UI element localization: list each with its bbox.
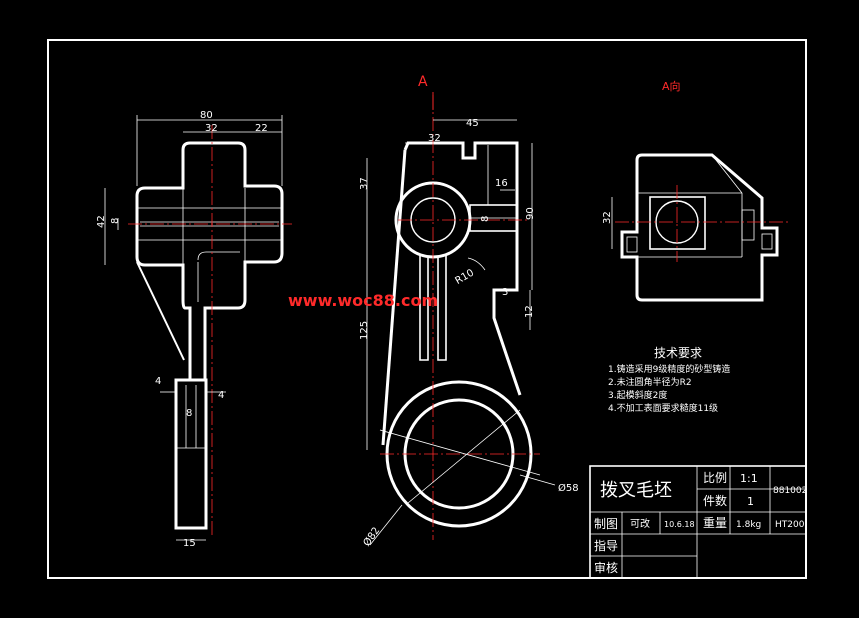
right-view [611,153,790,302]
drawing-number: 881002 [773,486,807,496]
material: HT200 [775,520,805,530]
drawing-border [47,39,807,579]
count-label: 件数 [703,493,727,508]
scale-value: 1:1 [740,472,758,485]
dim-front-3: 3 [502,287,508,298]
review-label: 审核 [594,560,618,575]
dim-front-12: 12 [524,305,535,318]
dim-left-80: 80 [200,110,213,121]
dim-left-15: 15 [183,538,196,549]
drawn-by: 可改 [630,517,650,530]
weight-label: 重量 [703,516,727,530]
dim-right-32: 32 [602,211,613,224]
dim-front-32: 32 [428,133,441,144]
section-label-A: A [418,74,428,90]
dim-front-125: 125 [359,321,370,340]
dim-left-22: 22 [255,123,268,134]
technical-requirements: 技术要求 1.铸造采用9级精度的砂型铸造 2.未注圆角半径为R2 3.起模斜度2… [608,346,730,414]
dim-left-8b: 8 [186,408,192,419]
watermark: www.woc88.com [288,291,438,310]
dim-left-4b: 4 [218,390,224,401]
dim-front-d82: Ø82 [361,525,383,549]
dim-front-8: 8 [480,216,491,222]
dim-left-42: 42 [96,215,107,228]
dim-front-45: 45 [466,118,479,129]
scale-label: 比例 [703,471,727,485]
drawn-date: 10.6.18 [664,520,695,529]
dim-front-16: 16 [495,178,508,189]
dim-left-4a: 4 [155,376,161,387]
left-view [104,115,292,541]
requirement-4: 4.不加工表面要求糙度11级 [608,402,718,414]
guide-label: 指导 [594,538,618,553]
title-block [589,465,807,579]
requirement-2: 2.未注圆角半径为R2 [608,376,692,388]
view-label-A: A向 [662,79,681,93]
part-name: 拨叉毛坯 [600,480,672,501]
drawn-label: 制图 [594,517,618,531]
dim-front-d58: Ø58 [558,482,579,494]
requirements-title: 技术要求 [654,346,702,360]
requirement-3: 3.起模斜度2度 [608,389,667,401]
dim-front-37: 37 [359,177,370,190]
dim-front-R10: R10 [454,268,477,287]
count-value: 1 [747,495,754,508]
weight-value: 1.8kg [736,520,761,530]
requirement-1: 1.铸造采用9级精度的砂型铸造 [608,363,730,375]
dim-left-32: 32 [205,123,218,134]
front-view [366,92,556,546]
dim-left-8: 8 [110,218,121,224]
dim-front-90: 90 [525,207,536,220]
